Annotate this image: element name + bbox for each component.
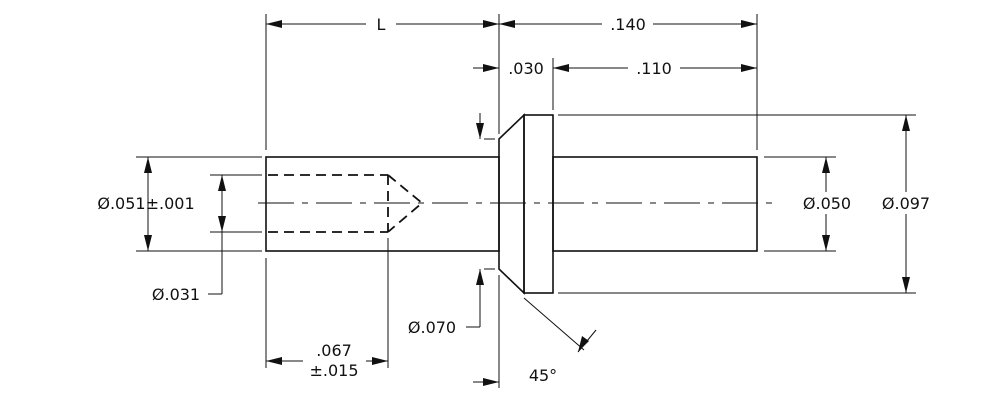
pin-diameter-label: Ø.051±.001 <box>97 194 194 213</box>
chamfer-cone <box>498 113 525 295</box>
dimension-bottom-arrow <box>473 378 499 386</box>
part-outline <box>265 113 758 295</box>
hidden-hole <box>268 174 424 233</box>
left-pin-body <box>265 156 500 252</box>
dimension-chamfer-angle: 45° <box>529 329 597 385</box>
dimension-pin-diameter: Ø.051±.001 <box>97 157 195 251</box>
shank-length-label: .110 <box>636 59 672 78</box>
dimension-length: L <box>266 15 499 34</box>
drill-point <box>387 174 424 233</box>
dimension-hole-depth: .067 ±.015 <box>266 341 388 380</box>
hole-depth-label: .067 <box>316 341 352 360</box>
extension-lines <box>136 14 916 388</box>
dimension-head-diameter: Ø.097 <box>877 115 935 293</box>
dimension-hole-diameter: Ø.031 <box>152 175 226 304</box>
hole-depth-tolerance-label: ±.015 <box>309 361 358 380</box>
dimension-shank-diameter: Ø.050 <box>798 157 856 251</box>
dimension-overall-right: .140 <box>499 15 757 34</box>
overall-right-label: .140 <box>610 15 646 34</box>
right-shank <box>552 156 758 252</box>
shank-diameter-label: Ø.050 <box>803 194 851 213</box>
dimension-chamfer-diameter: Ø.070 <box>408 113 495 337</box>
hole-diameter-label: Ø.031 <box>152 285 200 304</box>
chamfer-diameter-label: Ø.070 <box>408 318 456 337</box>
head-diameter-label: Ø.097 <box>882 194 930 213</box>
dimension-head-thickness: .030 <box>473 59 569 78</box>
chamfer-angle-label: 45° <box>529 366 557 385</box>
dimension-shank-length: .110 <box>568 59 757 78</box>
length-label: L <box>377 15 386 34</box>
head-flange <box>523 114 554 294</box>
head-thickness-label: .030 <box>508 59 544 78</box>
